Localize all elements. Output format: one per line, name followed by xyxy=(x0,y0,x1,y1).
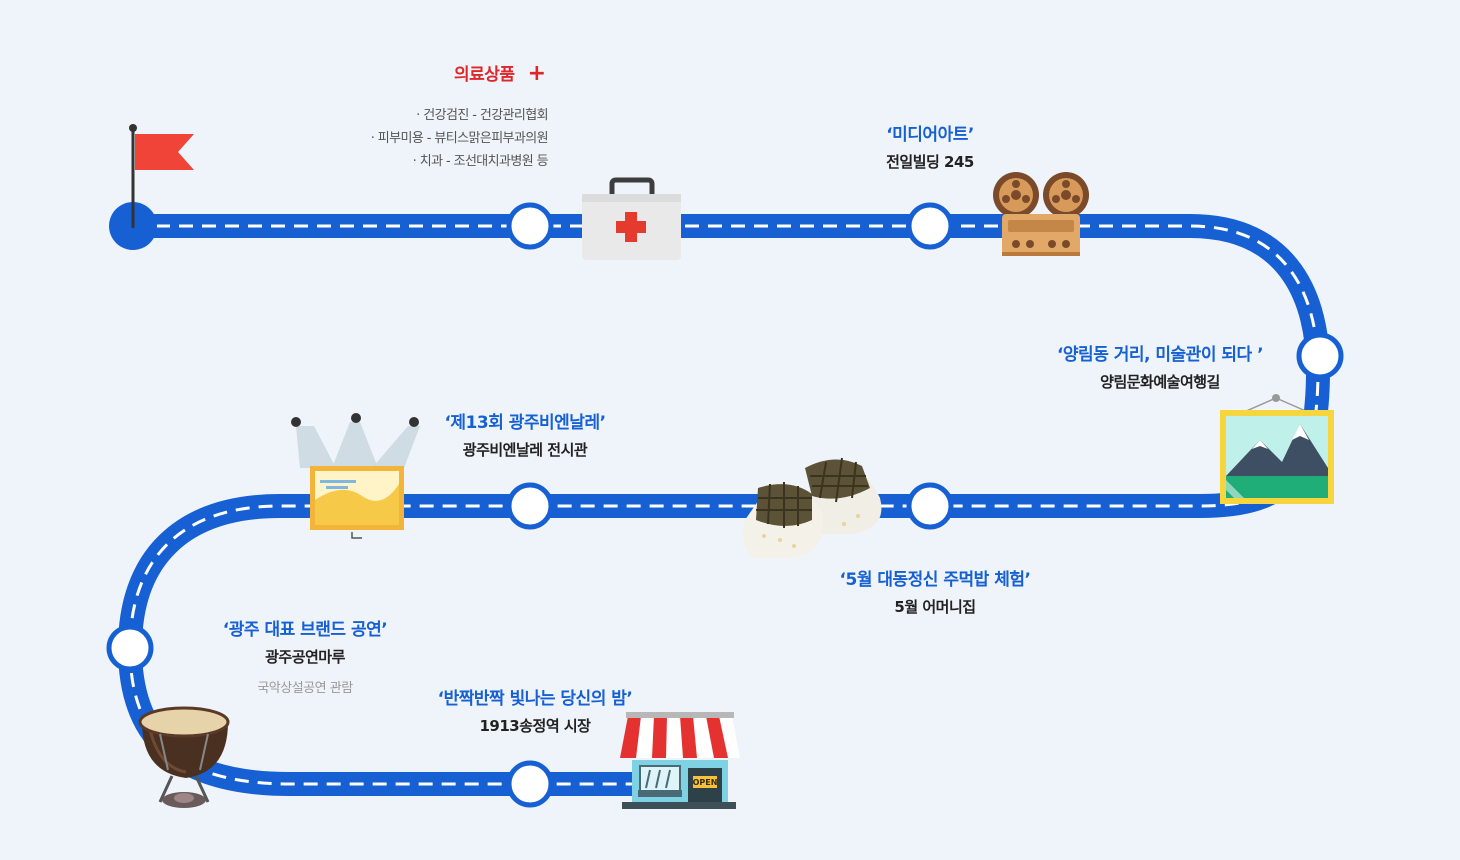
list-item: · 피부미용 - 뷰티스맑은피부과의원 xyxy=(370,131,549,146)
spotlight-painting-icon xyxy=(291,413,420,539)
medical-item-list: · 건강검진 - 건강관리협회 · 피부미용 - 뷰티스맑은피부과의원 · 치과… xyxy=(370,104,549,173)
stop-title: ‘광주 대표 브랜드 공연’ xyxy=(222,620,388,640)
stop-place: 광주공연마루 xyxy=(265,648,345,666)
medical-package-title: 의료상품 + xyxy=(430,60,570,86)
stop-marker-performance xyxy=(106,624,154,672)
stop-label-night: ‘반짝반짝 빛나는 당신의 밤’ 1913송정역 시장 xyxy=(400,684,670,736)
film-projector-icon xyxy=(993,172,1089,256)
stop-marker-night xyxy=(506,760,554,808)
stop-title: ‘미디어아트’ xyxy=(886,125,974,145)
stop-title: ‘양림동 거리, 미술관이 되다 ’ xyxy=(1056,345,1264,365)
stop-title: ‘5월 대동정신 주먹밥 체험’ xyxy=(839,570,1031,590)
medical-title: 의료상품 xyxy=(453,65,515,85)
drum-icon xyxy=(138,706,230,808)
stop-place: 1913송정역 시장 xyxy=(479,717,591,735)
first-aid-kit-icon xyxy=(582,177,681,260)
route-path xyxy=(118,214,1330,796)
market-stall-icon: OPEN xyxy=(620,712,740,809)
mountain-painting-icon xyxy=(1220,394,1334,504)
start-flag-icon xyxy=(109,124,194,250)
stop-note: 국악상설공연 관람 xyxy=(257,681,353,696)
stop-place: 양림문화예술여행길 xyxy=(1100,373,1220,391)
stop-place: 전일빌딩 245 xyxy=(886,153,974,171)
stop-marker-biennale xyxy=(506,482,554,530)
stop-marker-media-art xyxy=(906,202,954,250)
stop-marker-medical xyxy=(506,202,554,250)
stop-place: 5월 어머니집 xyxy=(894,598,976,616)
stop-label-yangnim: ‘양림동 거리, 미술관이 되다 ’ 양림문화예술여행길 xyxy=(1020,340,1300,392)
stop-label-may18: ‘5월 대동정신 주먹밥 체험’ 5월 어머니집 xyxy=(800,565,1070,617)
stop-marker-may18 xyxy=(906,482,954,530)
rice-ball-icon xyxy=(742,457,882,558)
list-item: · 건강검진 - 건강관리협회 xyxy=(416,108,548,123)
stop-title: ‘제13회 광주비엔날레’ xyxy=(444,413,606,433)
stop-label-biennale: ‘제13회 광주비엔날레’ 광주비엔날레 전시관 xyxy=(410,408,640,460)
stop-title: ‘반짝반짝 빛나는 당신의 밤’ xyxy=(437,689,633,709)
plus-icon: + xyxy=(527,61,547,86)
list-item: · 치과 - 조선대치과병원 등 xyxy=(412,154,549,169)
stop-label-performance: ‘광주 대표 브랜드 공연’ 광주공연마루 국악상설공연 관람 xyxy=(190,615,420,696)
stop-marker-yangnim xyxy=(1296,332,1344,380)
stop-label-media-art: ‘미디어아트’ 전일빌딩 245 xyxy=(830,120,1030,172)
shop-open-sign: OPEN xyxy=(693,778,718,787)
stop-place: 광주비엔날레 전시관 xyxy=(462,441,588,459)
